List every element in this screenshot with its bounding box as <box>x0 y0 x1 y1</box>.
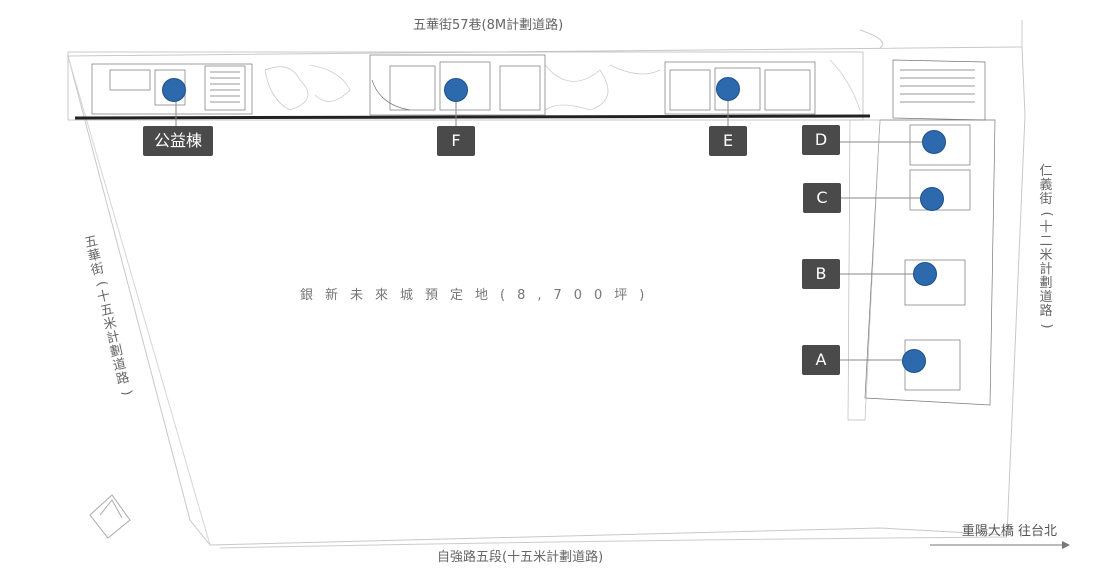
building-tag-f[interactable]: F <box>437 126 475 156</box>
building-marker-c[interactable] <box>920 187 944 211</box>
road-label-east: 仁義街(十二米計劃道路) <box>1039 164 1054 329</box>
land-label: 銀新未來城預定地(8,700坪) <box>300 288 657 303</box>
building-e-plan <box>664 61 816 115</box>
road-label-north: 五華街57巷(8M計劃道路) <box>413 18 564 33</box>
building-marker-b[interactable] <box>913 262 937 286</box>
east-building-plan <box>847 59 996 421</box>
building-marker-f[interactable] <box>444 78 468 102</box>
building-tag-public[interactable]: 公益棟 <box>143 126 213 156</box>
compass-icon <box>89 494 131 539</box>
road-label-south: 自強路五段(十五米計劃道路) <box>437 550 604 565</box>
arrow-head-icon <box>1062 541 1070 549</box>
building-tag-a[interactable]: A <box>802 345 840 375</box>
building-marker-a[interactable] <box>902 349 926 373</box>
building-marker-e[interactable] <box>716 77 740 101</box>
building-tag-e[interactable]: E <box>709 126 747 156</box>
public-building-plan <box>91 63 253 115</box>
building-tag-d[interactable]: D <box>802 125 840 155</box>
direction-label: 重陽大橋 往台北 <box>961 524 1057 539</box>
building-tag-c[interactable]: C <box>803 183 841 213</box>
building-marker-public[interactable] <box>162 78 186 102</box>
building-f-plan <box>369 54 546 116</box>
building-tag-b[interactable]: B <box>802 259 840 289</box>
site-boundary <box>67 46 1026 546</box>
building-marker-d[interactable] <box>922 130 946 154</box>
